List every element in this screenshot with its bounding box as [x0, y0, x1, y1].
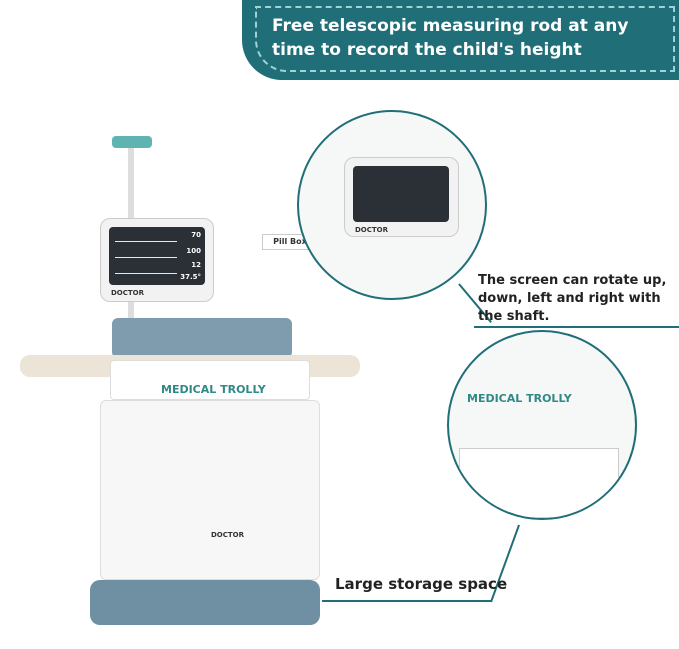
drawer-brand: DOCTOR — [211, 531, 245, 539]
reading-12: 12 — [191, 261, 201, 269]
monitor-screen: 70 100 12 37.5° — [109, 227, 205, 285]
tray — [112, 318, 292, 358]
zoom-storage-circle: MEDICAL TROLLY — [447, 330, 637, 520]
storage-caption: Large storage space — [335, 575, 508, 593]
ecg-line — [115, 241, 177, 242]
callout-line — [322, 600, 492, 602]
zoom-monitor-circle: DOCTOR — [297, 110, 487, 300]
headline-banner — [242, 0, 679, 80]
banner-text: Free telescopic measuring rod at any tim… — [272, 16, 629, 60]
reading-100: 100 — [186, 247, 201, 255]
trolley-top: MEDICAL TROLLY — [110, 360, 310, 400]
rotate-caption: The screen can rotate up, down, left and… — [478, 273, 667, 324]
callout-line — [474, 326, 679, 328]
trolley-label: MEDICAL TROLLY — [161, 383, 266, 396]
trolley-base — [90, 580, 320, 625]
zoom-trolley-label: MEDICAL TROLLY — [467, 392, 572, 405]
heart-rate-reading: 70 — [191, 231, 201, 239]
temperature-reading: 37.5° — [180, 273, 201, 281]
banner-dashed-border — [255, 6, 675, 72]
monitor-brand: DOCTOR — [111, 289, 145, 297]
ecg-line — [115, 257, 177, 258]
trolley-body: DOCTOR — [100, 400, 320, 580]
rod-head — [112, 136, 152, 148]
zoom-monitor-brand: DOCTOR — [355, 226, 389, 234]
monitor: 70 100 12 37.5° DOCTOR — [100, 218, 214, 302]
ecg-line — [115, 273, 177, 274]
